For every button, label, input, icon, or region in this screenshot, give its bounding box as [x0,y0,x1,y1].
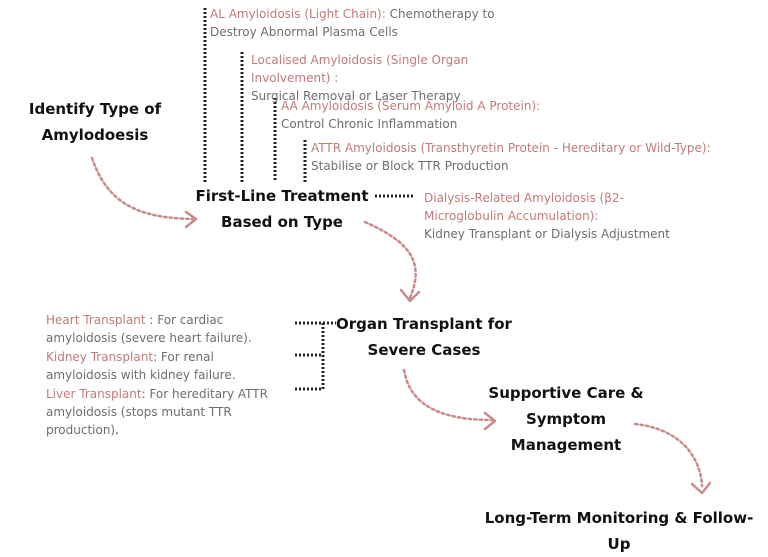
treatment-type: AL Amyloidosis (Light Chain) [210,7,382,21]
arrow-transplant-to-supportive [402,368,494,422]
treatment-action: Surgical Removal or Laser Therapy [251,89,461,103]
treatment-type: Localised Amyloidosis (Single Organ Invo… [251,53,469,85]
transplant-organ: Heart Transplant [46,313,146,327]
treatment-note-aa: AA Amyloidosis (Serum Amyloid A Protein)… [281,97,541,133]
arrow-supportive-to-monitoring [633,422,704,488]
node-supportive-care: Supportive Care & Symptom Management [488,384,644,454]
arrow-treatment-to-transplant [363,220,417,300]
arrowhead-supportive [483,411,497,431]
node-identify-type: Identify Type of Amylodoesis [28,100,162,144]
treatment-action: Chemotherapy to Destroy Abnormal Plasma … [210,7,495,39]
treatment-note-al: AL Amyloidosis (Light Chain): Chemothera… [210,5,510,41]
treatment-type: Dialysis-Related Amyloidosis (β2-Microgl… [424,191,624,223]
transplant-detail: : For hereditary ATTR amyloidosis (stops… [46,387,268,437]
treatment-sep: : [594,209,599,223]
node-long-term-monitoring: Long-Term Monitoring & Follow-Up [484,509,754,553]
treatment-note-attr: ATTR Amyloidosis (Transthyretin Protein … [311,139,731,175]
treatment-action: Kidney Transplant or Dialysis Adjustment [424,227,670,241]
treatment-action: Stabilise or Block TTR Production [311,159,509,173]
arrowhead-transplant [399,288,421,303]
node-first-line-treatment: First-Line Treatment Based on Type [195,187,369,231]
treatment-sep: : [334,71,339,85]
arrow-identify-to-treatment [90,156,195,221]
arrowhead-monitoring [690,481,712,495]
treatment-type: AA Amyloidosis (Serum Amyloid A Protein) [281,99,537,113]
diagram-canvas: Identify Type of Amylodoesis First-Line … [28,5,753,553]
treatment-sep: : [536,99,541,113]
transplant-note-heart: Heart Transplant : For cardiac amyloidos… [46,311,296,347]
node-organ-transplant: Organ Transplant for Severe Cases [336,315,512,359]
arrowhead-treatment [184,210,198,229]
treatment-sep: : [381,7,386,21]
treatment-note-localised: Localised Amyloidosis (Single Organ Invo… [251,51,551,105]
treatment-note-dialysis: Dialysis-Related Amyloidosis (β2-Microgl… [424,189,694,243]
transplant-organ: Kidney Transplant [46,350,154,364]
transplant-tail: . [115,423,119,437]
transplant-note-liver: Liver Transplant: For hereditary ATTR am… [46,385,306,439]
transplant-note-kidney: Kidney Transplant: For renal amyloidosis… [46,348,286,384]
transplant-detail: : For renal amyloidosis with kidney fail… [46,350,236,382]
connectors-layer [90,8,712,495]
transplant-organ: Liver Transplant [46,387,142,401]
treatment-sep: : [706,141,711,155]
transplant-detail: : For cardiac amyloidosis (severe heart … [46,313,252,345]
treatment-action: Control Chronic Inflammation [281,117,458,131]
treatment-type: ATTR Amyloidosis (Transthyretin Protein … [311,141,707,155]
